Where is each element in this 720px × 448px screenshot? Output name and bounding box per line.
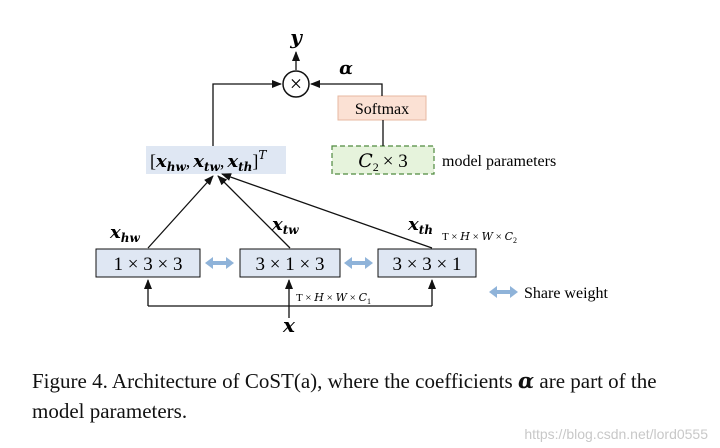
- arrow-branch-2-to-concat: [217, 175, 291, 249]
- watermark: https://blog.csdn.net/lord0555: [524, 426, 708, 442]
- conv-kernel-1x3x3: 1 × 3 × 3: [114, 254, 183, 275]
- output-label: y: [289, 25, 303, 49]
- model-params-box: [331, 145, 435, 175]
- lower-dims-annotation: T × H × W × C1: [296, 291, 371, 306]
- concat-box: [146, 146, 286, 174]
- caption-suffix: are part of the model parameters.: [32, 369, 657, 423]
- multiply-symbol: ×: [290, 71, 302, 96]
- upper-dims-annotation: T × H × W × C2: [442, 230, 517, 245]
- caption-alpha: α: [517, 368, 535, 393]
- softmax-box: [337, 95, 427, 121]
- alpha-label: α: [339, 58, 353, 79]
- arrow-concat-to-multiply: [212, 80, 282, 146]
- conv-box-3x1x3: [239, 248, 341, 278]
- model-params-formula: C2× 3: [358, 150, 408, 174]
- conv-kernel-3x3x1: 3 × 3 × 1: [393, 254, 462, 275]
- branch-3-output-label: xth: [407, 214, 433, 237]
- arrow-branch-1-to-concat: [147, 175, 214, 249]
- softmax-label: Softmax: [355, 101, 409, 118]
- share-weight-legend-label: Share weight: [524, 285, 609, 302]
- figure-caption: Figure 4. Architecture of CoST(a), where…: [32, 366, 692, 426]
- multiply-node: [282, 70, 310, 98]
- concat-label: [xhw,xtw,xth]T: [150, 148, 267, 174]
- model-params-label: model parameters: [442, 153, 556, 170]
- share-weight-arrow-2: [344, 257, 373, 269]
- conv-kernel-3x1x3: 3 × 1 × 3: [256, 254, 325, 275]
- conv-box-3x3x1: [377, 248, 477, 278]
- arrow-softmax-to-multiply: [310, 80, 383, 96]
- conv-box-1x3x3: [95, 248, 201, 278]
- caption-prefix: Figure 4. Architecture of CoST(a), where…: [32, 369, 518, 393]
- branch-1-output-label: xhw: [109, 222, 140, 245]
- arrow-branch-3-to-concat: [221, 173, 433, 249]
- share-weight-legend-icon: [489, 286, 518, 298]
- architecture-diagram: y × α Softmax C2× 3 model parameters [xh…: [95, 25, 609, 337]
- share-weight-arrow-1: [205, 257, 234, 269]
- branch-2-output-label: xtw: [271, 214, 299, 237]
- input-label: x: [282, 313, 296, 337]
